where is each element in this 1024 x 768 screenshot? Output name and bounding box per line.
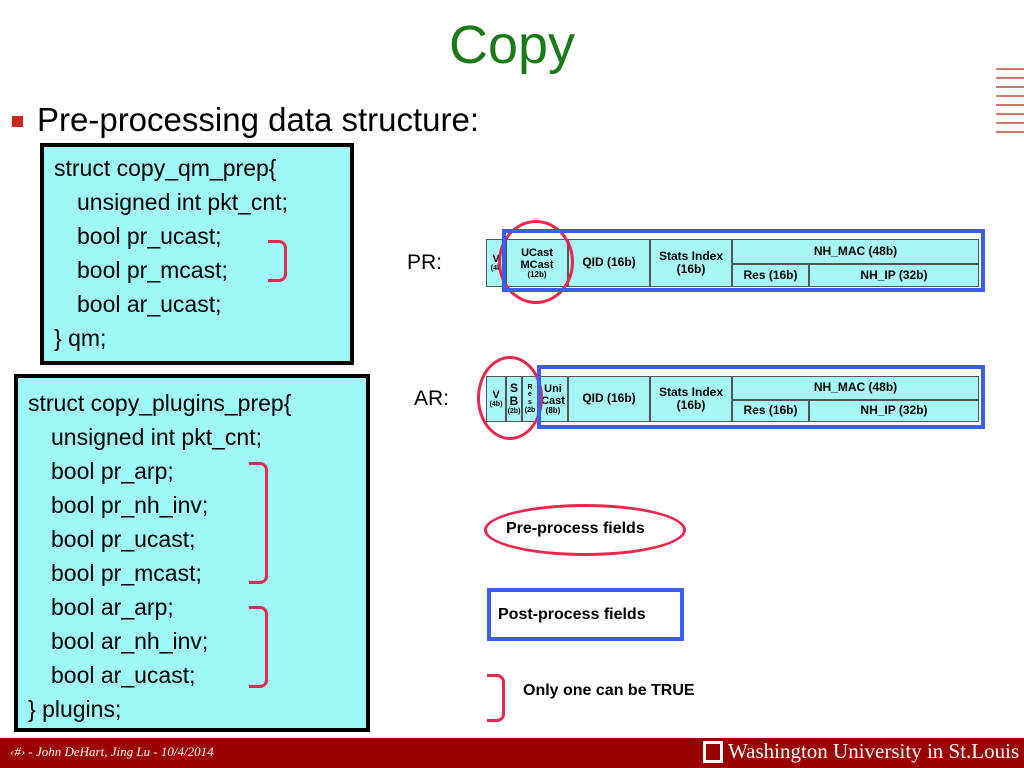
ar-res-field: Res (16b) (732, 400, 809, 422)
code-line: } plugins; (28, 696, 122, 722)
ar-post-process-rect (537, 365, 985, 429)
legend-pre-label: Pre-process fields (506, 520, 645, 537)
code-line: bool ar_ucast; (51, 662, 196, 688)
legend-post-rect (487, 588, 684, 641)
code-line: bool ar_nh_inv; (51, 628, 209, 654)
footer-bar (0, 738, 1024, 768)
corner-ornament (996, 68, 1024, 138)
ar-pre-process-oval (477, 356, 543, 440)
footer-credit: ‹#› - John DeHart, Jing Lu - 10/4/2014 (10, 744, 214, 759)
pr-nh-ip-field: NH_IP (32b) (809, 264, 979, 287)
pr-label: PR: (407, 251, 443, 274)
legend-one-true-label: Only one can be TRUE (523, 682, 695, 699)
code-line: bool ar_arp; (51, 594, 174, 620)
ar-nh-mac-field: NH_MAC (48b) (732, 376, 979, 400)
pr-pre-process-oval (498, 220, 574, 304)
code-line: bool pr_arp; (51, 458, 174, 484)
code-line: unsigned int pkt_cnt; (51, 424, 262, 450)
ar-nh-ip-field: NH_IP (32b) (809, 400, 979, 422)
code-box-qm: struct copy_qm_prep{ unsigned int pkt_cn… (40, 143, 354, 365)
code-line: } qm; (54, 325, 107, 351)
legend-post-label: Post-process fields (498, 606, 646, 623)
ar-unicast-field: Uni Cast (8b) (538, 376, 568, 422)
legend-bracket (487, 674, 505, 722)
code-line: bool pr_ucast; (51, 526, 196, 552)
code-line: struct copy_qm_prep{ (54, 155, 277, 181)
ar-qid-field: QID (16b) (568, 376, 650, 422)
pr-nh-mac-field: NH_MAC (48b) (732, 239, 979, 264)
bracket-plugins-pr (249, 462, 268, 584)
pr-qid-field: QID (16b) (568, 239, 650, 287)
code-line: bool pr_nh_inv; (51, 492, 209, 518)
code-line: bool pr_mcast; (77, 257, 228, 283)
ar-label: AR: (414, 387, 450, 410)
pr-stats-field: Stats Index (16b) (650, 239, 732, 287)
code-line: bool pr_mcast; (51, 560, 202, 586)
bullet-square-icon (12, 116, 23, 127)
ar-stats-field: Stats Index (16b) (650, 376, 732, 422)
slide-title: Copy (448, 15, 576, 75)
code-line: unsigned int pkt_cnt; (77, 189, 288, 215)
bullet-text: Pre-processing data structure: (37, 101, 480, 138)
bracket-qm-pr (268, 240, 287, 282)
code-line: struct copy_plugins_prep{ (28, 390, 292, 416)
pr-res-field: Res (16b) (732, 264, 809, 287)
legend-pre-oval (484, 504, 686, 556)
university-shield-icon (703, 741, 723, 763)
code-line: bool pr_ucast; (77, 223, 222, 249)
footer-university: Washington University in St.Louis (728, 739, 1020, 763)
code-line: bool ar_ucast; (77, 291, 222, 317)
pr-post-process-rect (502, 229, 985, 292)
code-box-plugins: struct copy_plugins_prep{ unsigned int p… (14, 374, 370, 732)
bracket-plugins-ar (249, 606, 268, 688)
